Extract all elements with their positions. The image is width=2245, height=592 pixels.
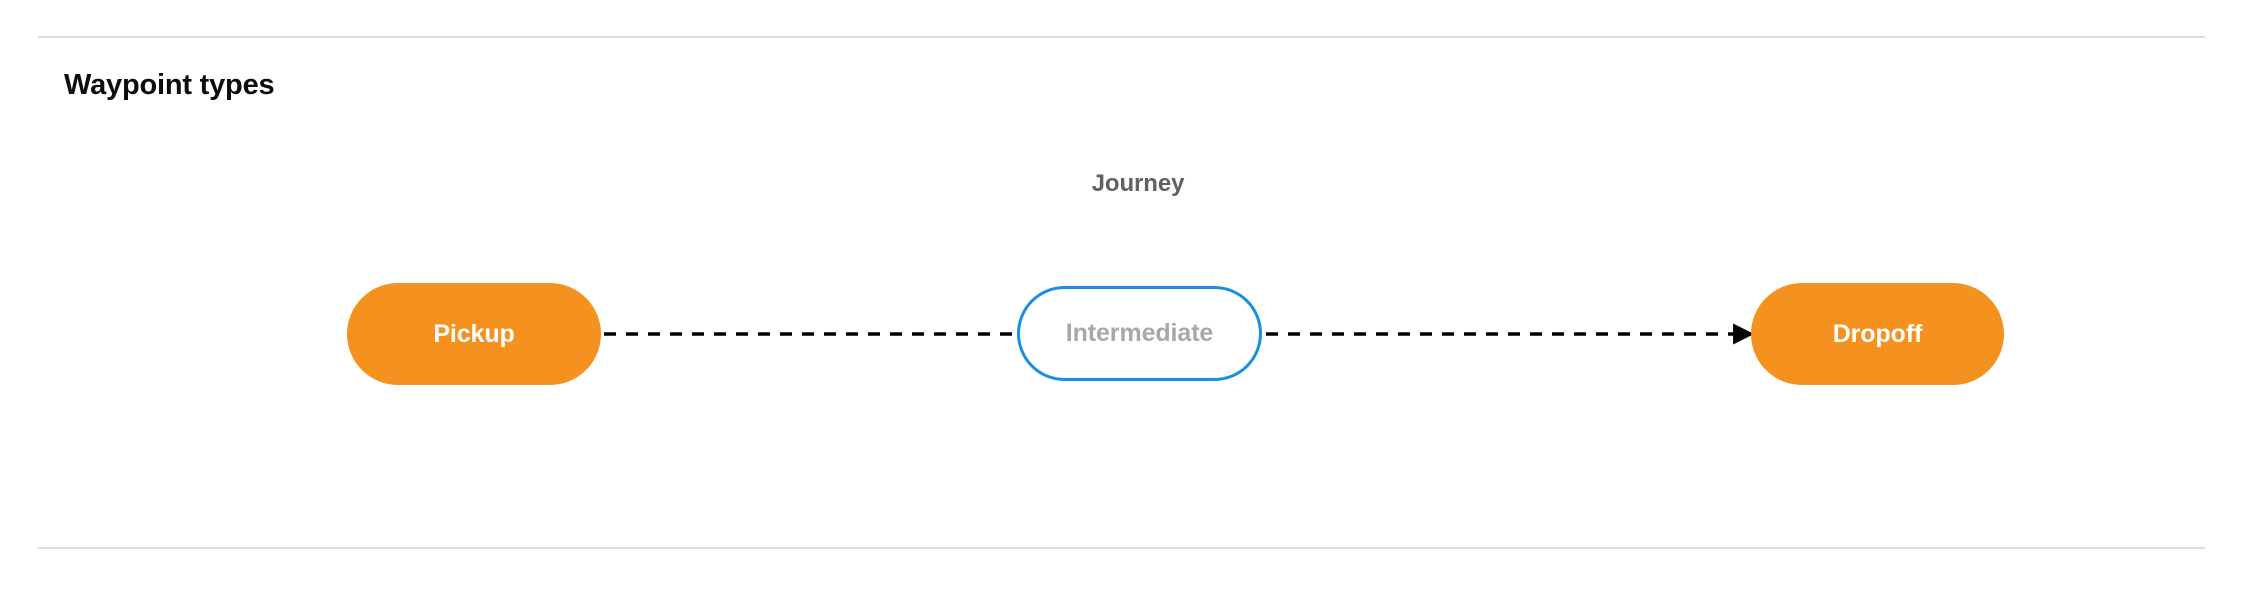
section-divider-top <box>38 36 2205 38</box>
node-dropoff[interactable]: Dropoff <box>1751 283 2004 385</box>
page-title: Waypoint types <box>64 69 275 101</box>
journey-group-label: Journey <box>1091 170 1185 197</box>
node-pickup[interactable]: Pickup <box>347 283 601 385</box>
section-divider-bottom <box>38 547 2205 549</box>
node-intermediate[interactable]: Intermediate <box>1017 286 1262 381</box>
